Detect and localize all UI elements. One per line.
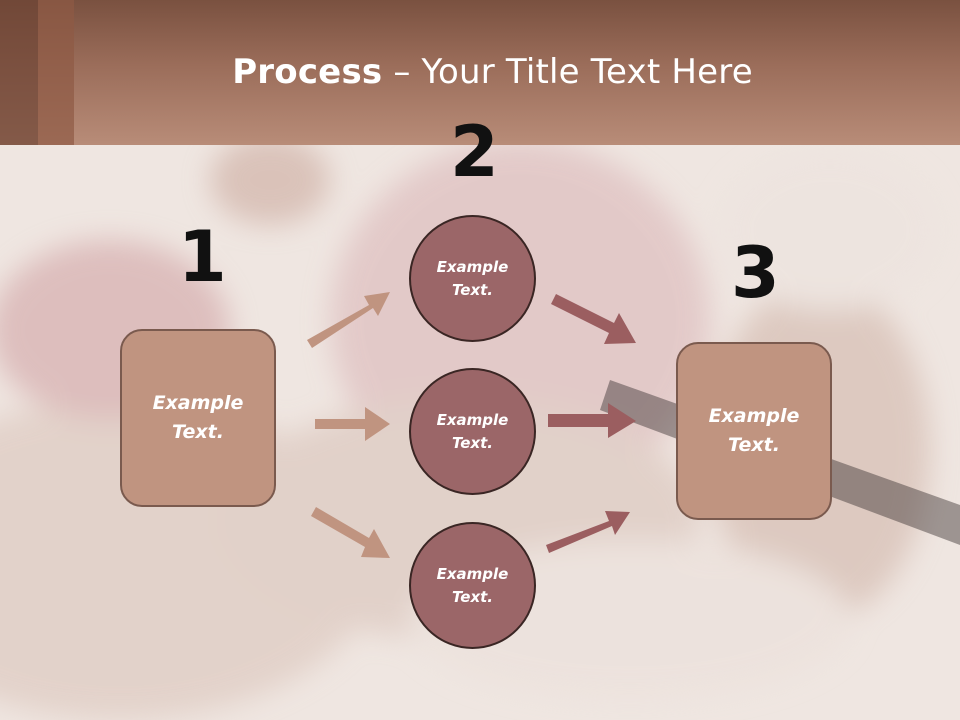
arrow-left-top bbox=[307, 292, 390, 348]
arrow-left-bottom bbox=[311, 507, 390, 558]
arrow-right-middle bbox=[548, 403, 636, 438]
circle-2-text: Example Text. bbox=[436, 410, 509, 452]
slide-title: Process – Your Title Text Here bbox=[0, 52, 960, 92]
circle-3-text: Example Text. bbox=[436, 564, 509, 606]
step-number-2: 2 bbox=[450, 111, 499, 193]
step-number-3: 3 bbox=[731, 232, 780, 314]
title-bold: Process bbox=[232, 52, 383, 92]
process-circle-3: Example Text. bbox=[409, 522, 536, 649]
box-end-text: Example Text. bbox=[708, 405, 800, 456]
arrow-left-middle bbox=[315, 407, 390, 441]
arrow-right-bottom bbox=[546, 511, 630, 553]
process-box-start: Example Text. bbox=[120, 329, 276, 507]
box-start-text: Example Text. bbox=[152, 392, 244, 443]
header-band bbox=[0, 0, 960, 145]
title-rest: – Your Title Text Here bbox=[382, 52, 753, 92]
process-box-end: Example Text. bbox=[676, 342, 832, 520]
arrow-right-top bbox=[551, 294, 636, 344]
step-number-1: 1 bbox=[178, 216, 227, 298]
header-accent-strip bbox=[0, 0, 38, 145]
header-accent-strip bbox=[38, 0, 74, 145]
process-circle-2: Example Text. bbox=[409, 368, 536, 495]
circle-1-text: Example Text. bbox=[436, 257, 509, 299]
process-circle-1: Example Text. bbox=[409, 215, 536, 342]
